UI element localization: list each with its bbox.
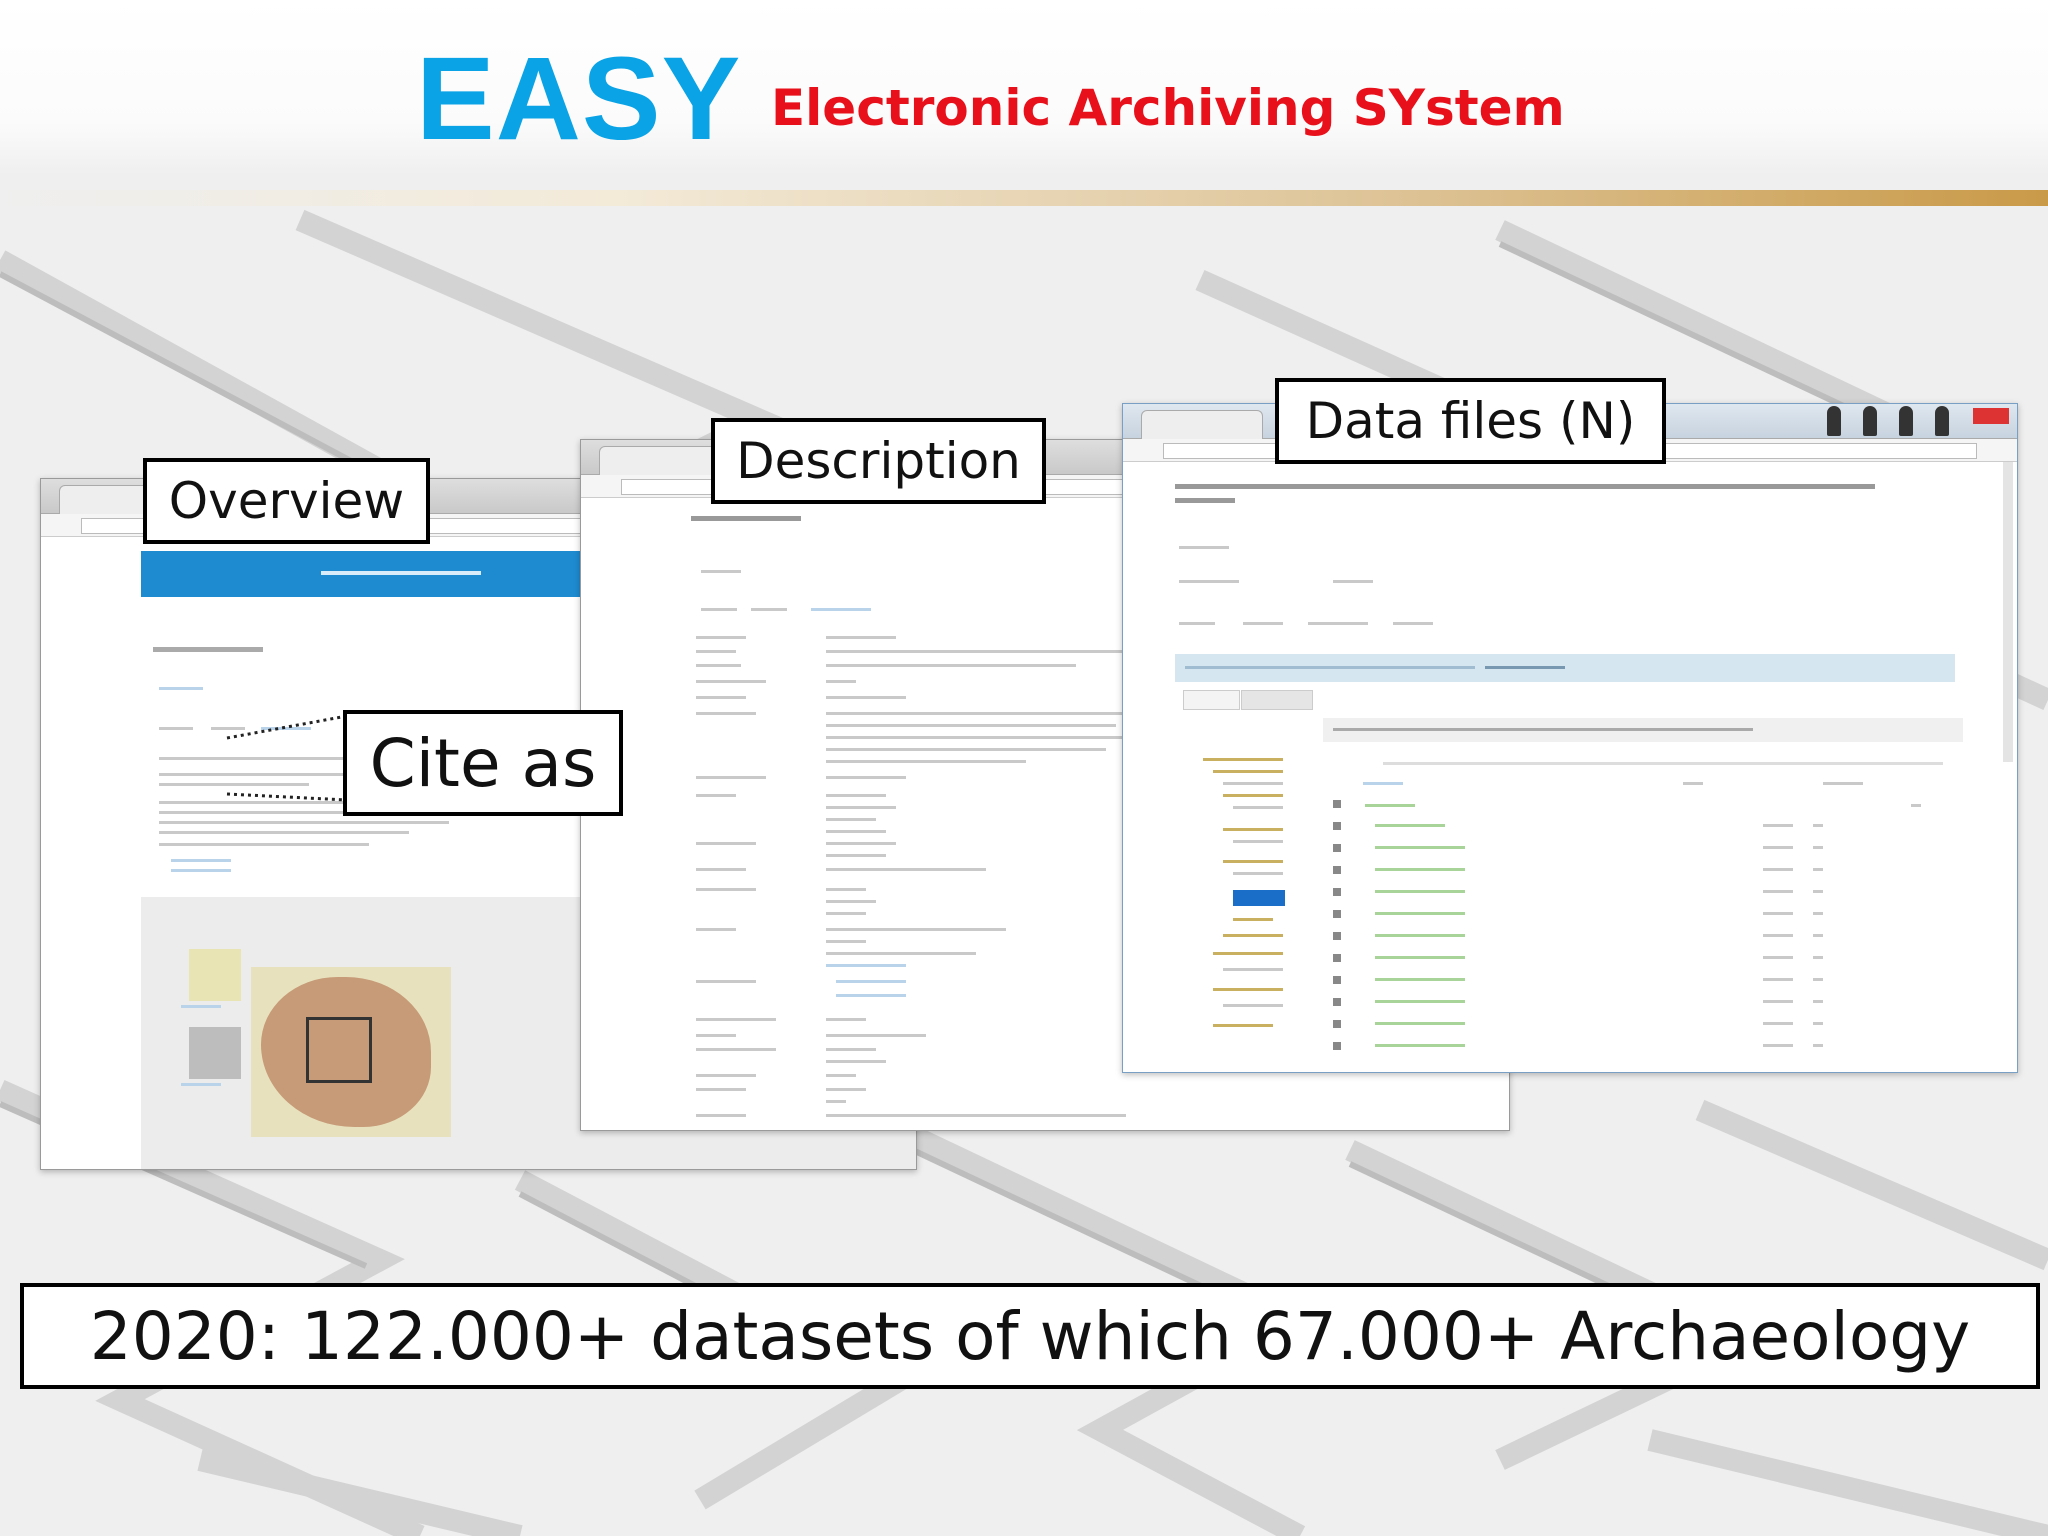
scrollbar[interactable] [2003,462,2013,762]
cite-as-label: Cite as [343,710,623,816]
people-icons [1827,406,1957,436]
page-title: EASY [416,33,742,165]
view-details-button[interactable] [1241,690,1313,710]
cite-as-connector-lines [226,714,348,802]
data-files-screenshot [1122,403,2018,1073]
gold-divider-rule [0,190,2048,206]
data-files-label: Data files (N) [1275,378,1666,464]
header-band [0,0,2048,175]
page-subtitle: Electronic Archiving SYstem [771,79,1565,137]
download-button[interactable] [1183,690,1240,710]
window-close-button[interactable] [1973,408,2009,424]
folder-path-bar [1323,718,1963,742]
overview-label: Overview [143,458,430,544]
statistics-caption: 2020: 122.000+ datasets of which 67.000+… [20,1283,2040,1389]
permission-notice-bar [1175,654,1955,682]
selected-folder[interactable] [1233,890,1285,906]
description-label: Description [711,418,1046,504]
